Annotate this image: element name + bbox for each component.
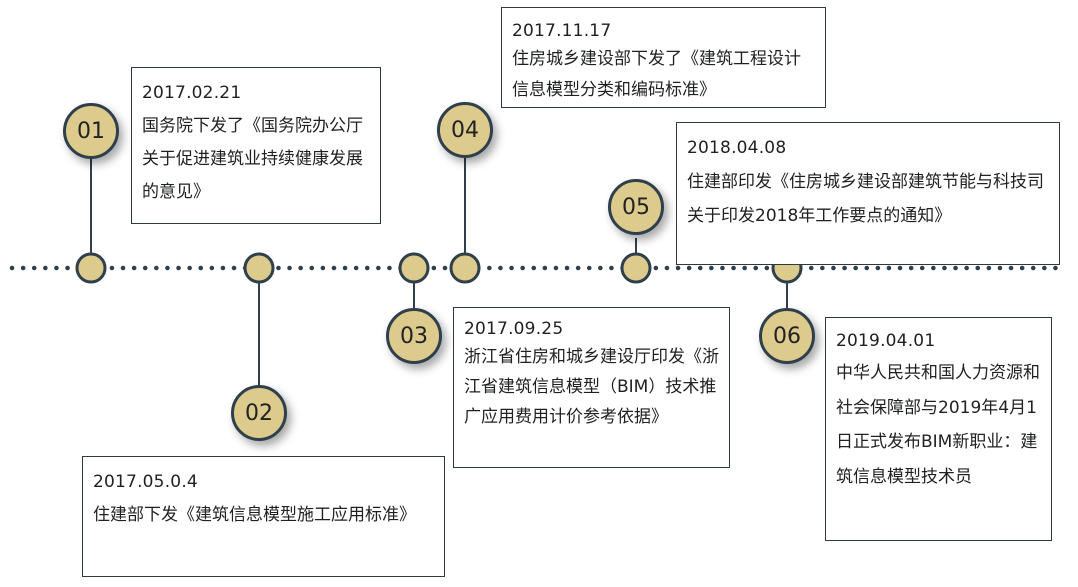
event-text: 住房城乡建设部下发了《建筑工程设计信息模型分类和编码标准》 [512,49,801,100]
event-box-01: 2017.02.21 国务院下发了《国务院办公厅关于促进建筑业持续健康发展的意见… [131,67,381,224]
event-text: 住建部下发《建筑信息模型施工应用标准》 [93,505,416,525]
event-text: 住建部印发《住房城乡建设部建筑节能与科技司关于印发2018年工作要点的通知》 [687,172,1044,226]
badge-05: 05 [608,179,664,235]
axis-node-01 [75,252,107,284]
event-box-04: 2017.11.17 住房城乡建设部下发了《建筑工程设计信息模型分类和编码标准》 [501,7,826,108]
event-date: 2019.04.01 [836,331,936,351]
event-box-05: 2018.04.08 住建部印发《住房城乡建设部建筑节能与科技司关于印发2018… [676,122,1060,265]
badge-number: 01 [77,118,105,144]
event-date: 2017.05.0.4 [93,472,198,492]
axis-node-03 [398,252,430,284]
badge-number: 05 [622,194,650,220]
axis-node-04 [449,252,481,284]
event-date: 2017.09.25 [464,319,564,339]
axis-node-05 [620,252,652,284]
event-text: 中华人民共和国人力资源和社会保障部与2019年4月1日正式发布BIM新职业：建筑… [836,363,1040,487]
event-date: 2018.04.08 [687,138,787,158]
event-date: 2017.02.21 [142,83,242,103]
badge-number: 02 [245,400,273,426]
event-box-06: 2019.04.01 中华人民共和国人力资源和社会保障部与2019年4月1日正式… [825,317,1052,541]
event-box-03: 2017.09.25 浙江省住房和城乡建设厅印发《浙江省建筑信息模型（BIM）技… [453,307,730,468]
event-text: 国务院下发了《国务院办公厅关于促进建筑业持续健康发展的意见》 [142,116,363,202]
badge-04: 04 [437,102,493,158]
badge-02: 02 [231,385,287,441]
event-date: 2017.11.17 [512,21,612,41]
badge-06: 06 [759,308,815,364]
event-text: 浙江省住房和城乡建设厅印发《浙江省建筑信息模型（BIM）技术推广应用费用计价参考… [464,347,719,427]
axis-node-02 [243,252,275,284]
badge-01: 01 [63,103,119,159]
badge-number: 03 [400,323,428,349]
badge-number: 04 [451,117,479,143]
event-box-02: 2017.05.0.4 住建部下发《建筑信息模型施工应用标准》 [82,456,445,577]
badge-number: 06 [773,323,801,349]
badge-03: 03 [386,308,442,364]
